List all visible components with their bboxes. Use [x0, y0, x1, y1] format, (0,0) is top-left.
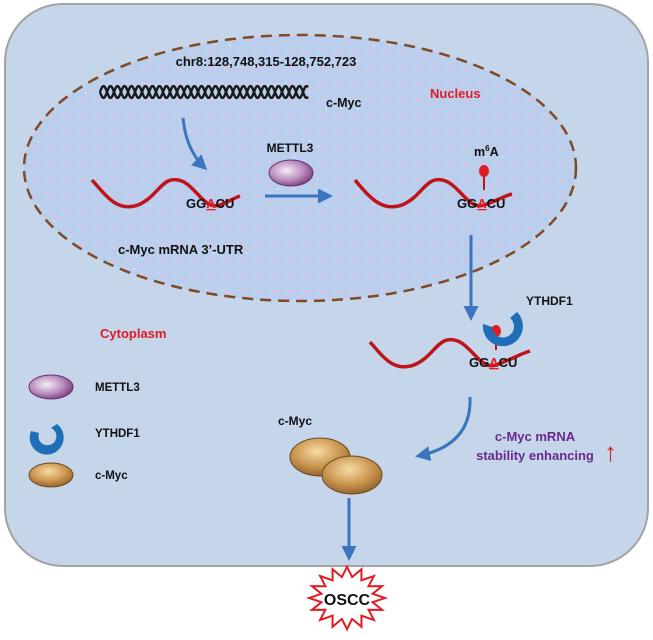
mettl3-label: METTL3	[267, 141, 314, 155]
mettl3-enzyme-icon	[268, 159, 314, 187]
utr-label: c-Myc mRNA 3’-UTR	[118, 242, 244, 257]
motif-label-left: GGACU	[186, 196, 234, 211]
legend-ythdf1-label: YTHDF1	[95, 428, 140, 440]
oscc-label: OSCC	[324, 592, 371, 609]
nucleus-membrane	[22, 33, 578, 303]
c-myc-protein-icon	[321, 455, 383, 495]
ythdf1-label: YTHDF1	[526, 294, 573, 308]
stability-label-line2: stability enhancing	[476, 448, 594, 463]
transcription-arrow	[181, 117, 208, 171]
m6a-mark-icon	[479, 165, 489, 177]
legend-mettl3-label: METTL3	[95, 382, 140, 394]
legend-mettl3-icon	[28, 374, 74, 400]
c-myc-protein-label: c-Myc	[278, 414, 312, 428]
legend-c-myc-icon	[28, 462, 74, 488]
cytoplasm-label: Cytoplasm	[100, 326, 166, 341]
legend-c-myc-label: c-Myc	[95, 470, 128, 482]
mrna-strand-methylated	[353, 178, 513, 209]
mrna-strand-cytoplasm	[368, 338, 531, 369]
stability-label-line1: c-Myc mRNA	[495, 429, 576, 444]
m6a-label: m6A	[474, 144, 499, 159]
mrna-strand-unmodified	[90, 178, 241, 209]
motif-label-right: GGACU	[457, 196, 505, 211]
motif-label-cytoplasm: GGACU	[469, 355, 517, 370]
stability-arrow	[415, 396, 472, 461]
nucleus-label: Nucleus	[430, 86, 481, 101]
genomic-coordinates: chr8:128,748,315-128,752,723	[176, 54, 357, 69]
ythdf1-reader-icon	[482, 312, 523, 347]
oscc-burst-icon	[305, 564, 389, 632]
legend-ythdf1-icon	[29, 424, 64, 455]
dna-helix-icon	[98, 84, 309, 100]
c-myc-gene-label: c-Myc	[326, 96, 361, 110]
up-arrow-icon: ↑	[604, 437, 617, 467]
